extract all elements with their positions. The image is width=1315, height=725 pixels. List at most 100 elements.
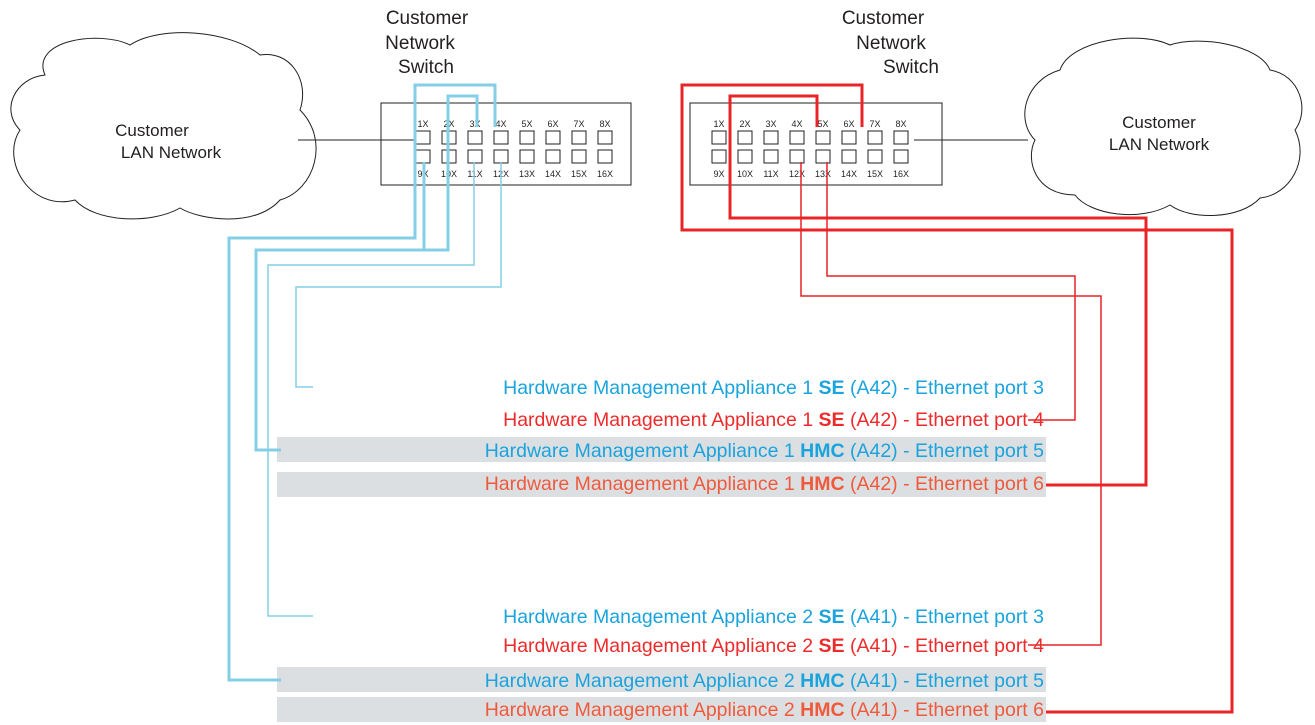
right-switch-port-13-icon xyxy=(815,149,831,164)
connection-port: (A41) - Ethernet port 5 xyxy=(845,670,1045,692)
right-switch-port-15-icon xyxy=(867,149,883,164)
left-switch-title-line-1: Customer xyxy=(386,8,469,29)
right-switch-title-line-2: Network xyxy=(856,33,926,54)
cable-hma2-se-port4 xyxy=(800,162,1102,646)
left-switch-port-label: 14X xyxy=(545,169,561,179)
left-switch-port-6-icon xyxy=(545,130,561,145)
left-switch-port-7-icon xyxy=(571,130,587,145)
cable-hma2-se-port3 xyxy=(267,162,475,617)
left-switch-port-15-icon xyxy=(571,149,587,164)
left-cloud-label-line-1: Customer xyxy=(115,121,189,140)
connection-role: HMC xyxy=(800,699,844,721)
left-switch-port-label: 6X xyxy=(547,119,558,129)
right-switch-title: Customer Network Switch xyxy=(842,8,939,78)
connection-role: SE xyxy=(819,409,845,431)
left-switch-port-label: 1X xyxy=(417,119,428,129)
left-switch-port-label: 11X xyxy=(467,169,482,179)
connection-role: SE xyxy=(819,606,845,628)
connection-role: HMC xyxy=(800,440,844,462)
right-switch-title-line-3: Switch xyxy=(883,57,939,78)
connection-row: Hardware Management Appliance 2 SE (A41)… xyxy=(503,606,1044,628)
connection-row: Hardware Management Appliance 1 HMC (A42… xyxy=(485,473,1044,495)
connection-port: (A42) - Ethernet port 5 xyxy=(845,440,1045,462)
connection-appliance: Hardware Management Appliance 1 xyxy=(485,473,800,495)
left-switch-port-9-icon xyxy=(415,149,431,164)
right-switch-port-12-icon xyxy=(789,149,805,164)
right-switch-port-label: 10X xyxy=(737,169,753,179)
connection-row: Hardware Management Appliance 2 SE (A41)… xyxy=(503,635,1044,657)
right-switch-port-label: 14X xyxy=(841,169,857,179)
left-switch-title-line-2: Network xyxy=(385,33,455,54)
right-switch-port-16-icon xyxy=(893,149,909,164)
connection-row: Hardware Management Appliance 1 SE (A42)… xyxy=(503,409,1044,431)
highlight-band-hma2-hmc-port6 xyxy=(277,697,1046,722)
left-cloud-label: Customer LAN Network xyxy=(115,121,221,162)
right-switch-port-5-icon xyxy=(815,130,831,145)
left-lan-cloud-icon xyxy=(10,32,317,220)
right-cloud-label-line-2: LAN Network xyxy=(1109,135,1210,154)
connection-port: (A41) - Ethernet port 4 xyxy=(845,635,1045,657)
left-switch-port-label: 7X xyxy=(573,119,584,129)
right-switch-port-7-icon xyxy=(867,130,883,145)
right-switch-port-10-icon xyxy=(737,149,753,164)
left-switch-port-label: 5X xyxy=(521,119,532,129)
right-switch-port-label: 16X xyxy=(893,169,909,179)
left-switch-port-5-icon xyxy=(519,130,535,145)
right-switch-port-label: 7X xyxy=(869,119,880,129)
connection-port: (A41) - Ethernet port 6 xyxy=(845,699,1044,721)
right-switch-port-2-icon xyxy=(737,130,753,145)
connection-appliance: Hardware Management Appliance 2 xyxy=(485,670,800,692)
left-switch-port-label: 8X xyxy=(599,119,610,129)
left-switch-port-label: 13X xyxy=(519,169,535,179)
left-switch-port-3-icon xyxy=(467,130,483,145)
right-switch-port-8-icon xyxy=(893,130,909,145)
connection-role: SE xyxy=(819,377,845,399)
right-switch-port-label: 4X xyxy=(791,119,802,129)
right-lan-cloud-icon xyxy=(1024,37,1303,216)
cable-hma1-hmc-port5 xyxy=(254,94,479,452)
right-switch-port-9-icon xyxy=(711,149,727,164)
cable-hma2-hmc-port6 xyxy=(680,83,1234,714)
right-switch-port-label: 15X xyxy=(867,169,883,179)
right-switch-port-1-icon xyxy=(711,130,727,145)
connection-row: Hardware Management Appliance 1 SE (A42)… xyxy=(503,377,1044,399)
left-switch-title: Customer Network Switch xyxy=(385,8,469,78)
left-switch-port-label: 3X xyxy=(469,119,480,129)
connection-port: (A42) - Ethernet port 3 xyxy=(845,377,1044,399)
left-cloud-label-line-2: LAN Network xyxy=(121,143,222,162)
left-switch-port-16-icon xyxy=(597,149,613,164)
connection-role: HMC xyxy=(800,670,844,692)
connection-appliance: Hardware Management Appliance 1 xyxy=(503,377,818,399)
cable-hma2-hmc-port5 xyxy=(227,83,497,682)
cable-hma1-se-port3 xyxy=(295,162,502,388)
connection-appliance: Hardware Management Appliance 1 xyxy=(485,440,800,462)
blue-cables xyxy=(227,83,502,682)
highlight-bands xyxy=(277,437,1046,722)
left-switch-port-label: 15X xyxy=(571,169,587,179)
connection-row: Hardware Management Appliance 2 HMC (A41… xyxy=(485,699,1044,721)
connection-appliance: Hardware Management Appliance 1 xyxy=(503,409,818,431)
highlight-band-hma2-hmc-port5 xyxy=(277,667,1046,692)
connection-role: SE xyxy=(819,635,845,657)
highlight-band-hma1-hmc-port5 xyxy=(277,437,1046,462)
right-switch-port-4-icon xyxy=(789,130,805,145)
right-switch-port-11-icon xyxy=(763,149,779,164)
connection-list: Hardware Management Appliance 1 SE (A42)… xyxy=(485,377,1044,721)
connection-row: Hardware Management Appliance 1 HMC (A42… xyxy=(485,440,1044,462)
right-switch-port-3-icon xyxy=(763,130,779,145)
left-switch-port-label: 16X xyxy=(597,169,613,179)
right-cloud-label-line-1: Customer xyxy=(1122,113,1196,132)
left-switch-port-12-icon xyxy=(493,149,509,164)
right-switch-port-label: 13X xyxy=(815,169,831,179)
left-switch-port-11-icon xyxy=(467,149,483,164)
cable-hma1-hmc-port6 xyxy=(728,94,1148,487)
right-switch-port-label: 12X xyxy=(789,169,805,179)
left-switch-port-4-icon xyxy=(493,130,509,145)
connection-row: Hardware Management Appliance 2 HMC (A41… xyxy=(485,670,1044,692)
left-switch-port-14-icon xyxy=(545,149,561,164)
connection-appliance: Hardware Management Appliance 2 xyxy=(485,699,800,721)
connection-appliance: Hardware Management Appliance 2 xyxy=(503,635,818,657)
right-switch-port-label: 1X xyxy=(713,119,724,129)
